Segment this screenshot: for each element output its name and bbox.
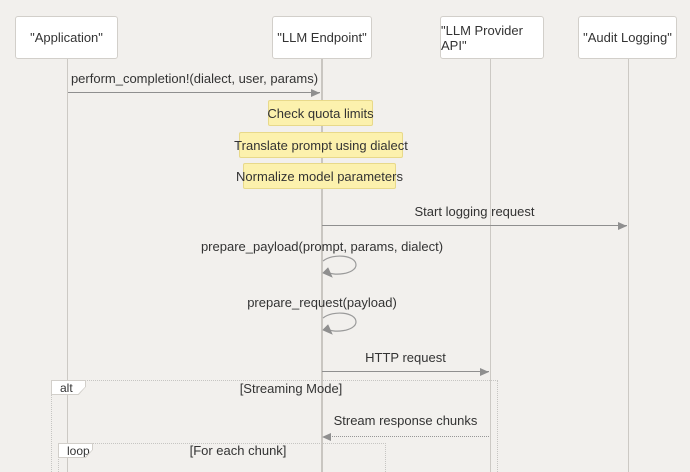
loop-frame-tab: loop: [58, 443, 93, 458]
loop-frame-condition: [For each chunk]: [189, 443, 287, 458]
loop-frame-keyword: loop: [59, 444, 92, 457]
message-perform-completion-line: [68, 92, 320, 93]
message-start-logging-line: [322, 225, 627, 226]
lifeline-application: [67, 59, 68, 472]
arrowhead-right-icon: [480, 368, 489, 376]
message-http-request-line: [322, 371, 489, 372]
arrowhead-right-icon: [311, 89, 320, 97]
alt-frame: [51, 380, 498, 472]
lifeline-llm-endpoint: [321, 59, 323, 472]
self-message-loop-icon: [322, 255, 357, 278]
participant-llm-provider-api-label: "LLM Provider API": [441, 22, 523, 53]
message-prepare-request-label: prepare_request(payload): [247, 295, 397, 310]
message-stream-chunks-line: [330, 436, 489, 437]
self-message-loop-icon: [322, 312, 357, 335]
arrowhead-left-icon: [322, 433, 331, 441]
participant-llm-endpoint: "LLM Endpoint": [272, 16, 372, 59]
participant-audit-logging-label: "Audit Logging": [583, 30, 672, 45]
lifeline-audit-logging: [628, 59, 629, 472]
participant-audit-logging: "Audit Logging": [578, 16, 677, 59]
participant-application: "Application": [15, 16, 118, 59]
participant-application-label: "Application": [30, 30, 103, 45]
note-translate-prompt: Translate prompt using dialect: [234, 132, 408, 158]
participant-llm-provider-api: "LLM Provider API": [440, 16, 544, 59]
lifeline-llm-provider-api: [490, 59, 491, 472]
arrowhead-right-icon: [618, 222, 627, 230]
participant-llm-endpoint-label: "LLM Endpoint": [277, 30, 367, 45]
message-http-request-label: HTTP request: [365, 350, 446, 365]
message-stream-chunks-label: Stream response chunks: [333, 413, 478, 428]
note-normalize-params: Normalize model parameters: [236, 163, 403, 189]
alt-frame-tab: alt: [51, 380, 86, 395]
message-start-logging-label: Start logging request: [414, 204, 535, 219]
message-prepare-payload-label: prepare_payload(prompt, params, dialect): [200, 239, 444, 254]
alt-frame-keyword: alt: [52, 381, 85, 394]
message-perform-completion-label: perform_completion!(dialect, user, param…: [70, 71, 319, 86]
note-check-quota: Check quota limits: [267, 100, 374, 126]
alt-frame-condition: [Streaming Mode]: [239, 381, 343, 396]
